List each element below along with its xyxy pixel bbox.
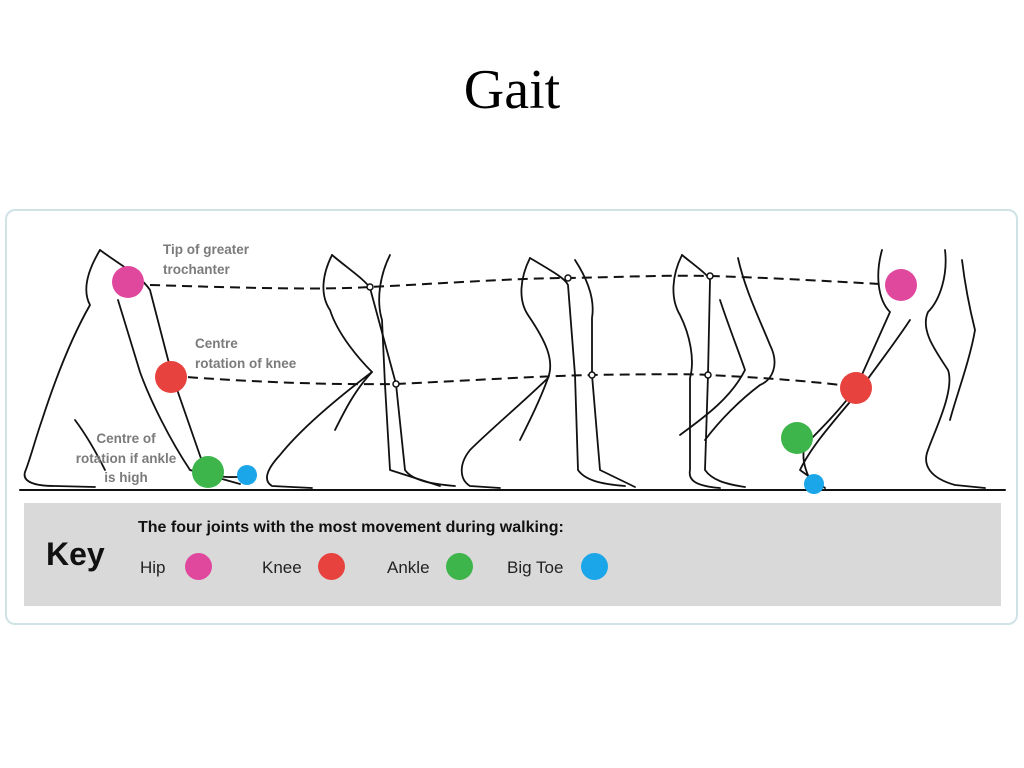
big-toe-dot [804,474,824,494]
big-toe-dot [237,465,257,485]
leg-figure-2 [266,254,456,489]
knee-dot [840,372,872,404]
ankle-annotation-line1: Centre of [96,431,156,446]
key-title: Key [46,536,105,572]
hip-marker [366,283,374,291]
hip-dot [112,266,144,298]
ankle-annotation-line2: rotation if ankle [76,451,177,466]
knee-marker [588,371,596,379]
hip-annotation-line2: trochanter [163,262,231,277]
knee-marker [704,371,712,379]
key-label-big-toe: Big Toe [507,558,564,577]
key-panel: Key The four joints with the most moveme… [24,503,1001,606]
knee-marker [392,380,400,388]
hip-annotation-line1: Tip of greater [163,242,250,257]
ankle-dot-icon [446,553,473,580]
key-description: The four joints with the most movement d… [138,519,564,536]
hip-dot [885,269,917,301]
ankle-dot [192,456,224,488]
knee-annotation-line1: Centre [195,336,238,351]
slide-title: Gait [463,59,561,121]
hip-marker [564,274,572,282]
leg-figure-1 [23,249,251,488]
hip-marker [706,272,714,280]
knee-annotation-line2: rotation of knee [195,356,297,371]
knee-trajectory [171,373,857,388]
ankle-dot [781,422,813,454]
knee-dot-icon [318,553,345,580]
hip-dot-icon [185,553,212,580]
key-label-knee: Knee [262,558,302,577]
key-label-hip: Hip [140,558,166,577]
key-label-ankle: Ankle [387,558,430,577]
hip-trajectory [149,274,901,290]
leg-figure-4 [672,254,776,489]
leg-figure-3 [460,257,636,489]
knee-dot [155,361,187,393]
ankle-annotation-line3: is high [104,470,148,485]
big-toe-dot-icon [581,553,608,580]
